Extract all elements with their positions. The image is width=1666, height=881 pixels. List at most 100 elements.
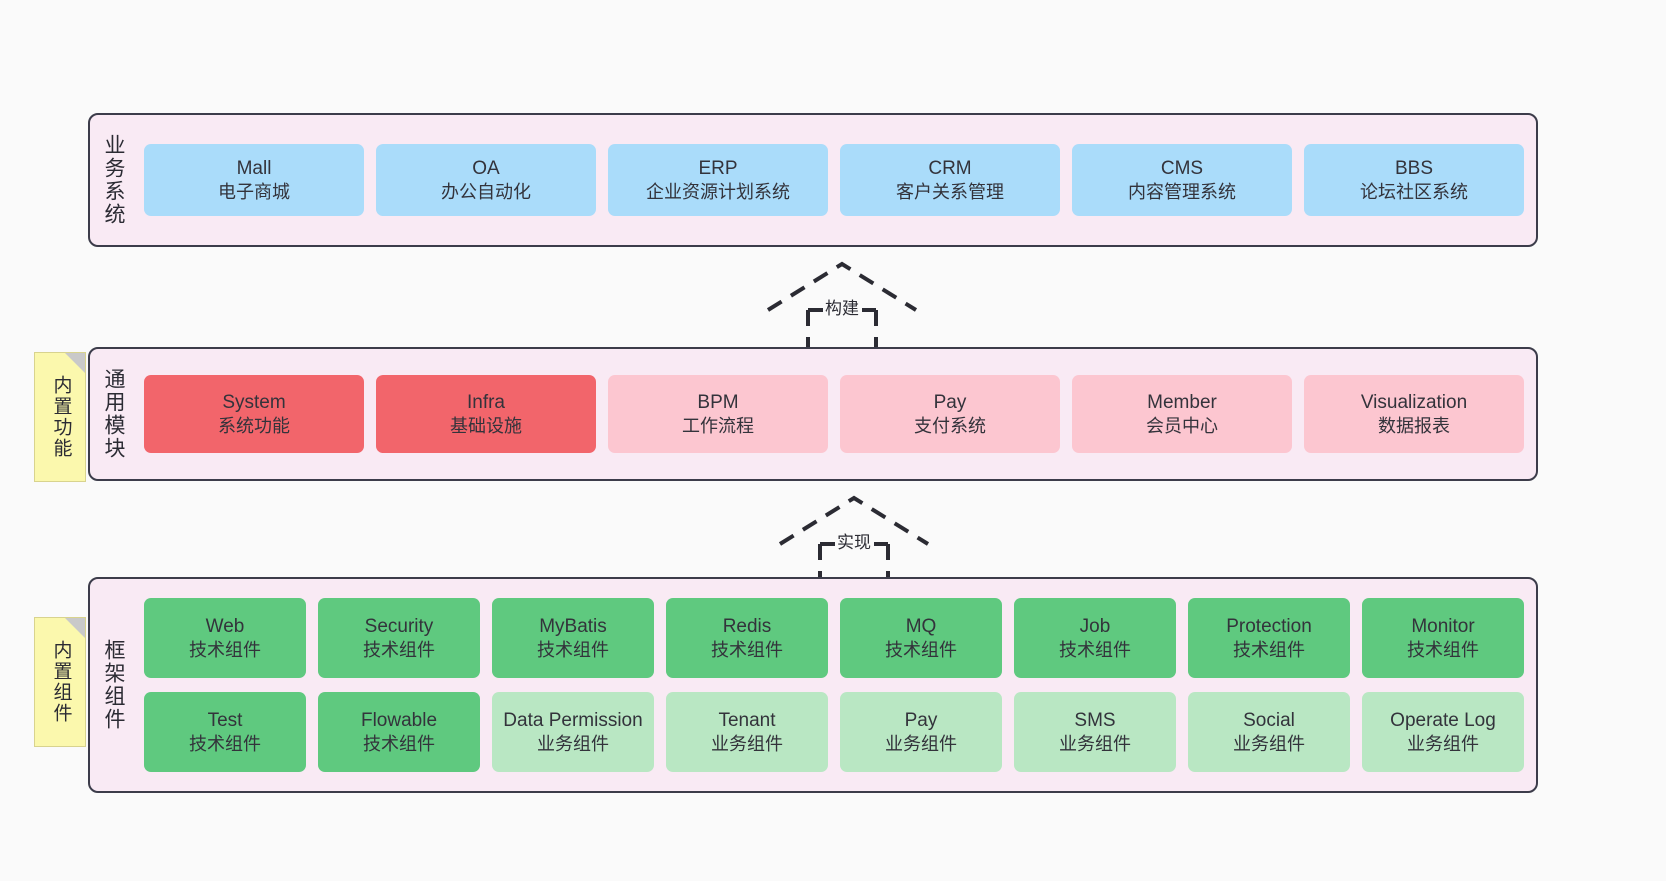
- box-label-en: MyBatis: [539, 615, 607, 637]
- box-label-en: Infra: [466, 391, 506, 413]
- box-label-cn: 电子商城: [218, 181, 290, 202]
- box-label-cn: 基础设施: [450, 415, 522, 436]
- box-label-cn: 技术组件: [537, 639, 609, 660]
- box-pay-component[interactable]: Pay 业务组件: [840, 692, 1002, 772]
- box-cms[interactable]: CMS 内容管理系统: [1072, 144, 1292, 216]
- box-label-en: CMS: [1160, 157, 1204, 179]
- box-label-cn: 技术组件: [1233, 639, 1305, 660]
- note-fold-corner-icon: [65, 353, 85, 373]
- box-label-en: Web: [205, 615, 245, 637]
- box-label-cn: 业务组件: [1059, 733, 1131, 754]
- connector-label-build: 构建: [823, 294, 861, 319]
- box-label-cn: 论坛社区系统: [1360, 181, 1468, 202]
- box-label-cn: 业务组件: [1233, 733, 1305, 754]
- box-label-cn: 业务组件: [1407, 733, 1479, 754]
- box-label-en: Member: [1147, 391, 1217, 413]
- layer-items-framework: Web 技术组件 Security 技术组件 MyBatis 技术组件 Redi…: [136, 579, 1536, 791]
- box-label-cn: 技术组件: [1059, 639, 1131, 660]
- box-web[interactable]: Web 技术组件: [144, 598, 306, 678]
- box-label-cn: 客户关系管理: [896, 181, 1004, 202]
- layer-items-modules: System 系统功能 Infra 基础设施 BPM 工作流程 Pay 支付系统…: [136, 349, 1536, 479]
- box-label-cn: 业务组件: [885, 733, 957, 754]
- box-label-cn: 数据报表: [1378, 415, 1450, 436]
- box-tenant[interactable]: Tenant 业务组件: [666, 692, 828, 772]
- box-label-cn: 工作流程: [682, 415, 754, 436]
- layer-title-framework: 框架组件: [102, 639, 126, 731]
- box-bbs[interactable]: BBS 论坛社区系统: [1304, 144, 1524, 216]
- box-label-en: Pay: [933, 391, 967, 413]
- box-operate-log[interactable]: Operate Log 业务组件: [1362, 692, 1524, 772]
- box-job[interactable]: Job 技术组件: [1014, 598, 1176, 678]
- box-social[interactable]: Social 业务组件: [1188, 692, 1350, 772]
- box-label-en: ERP: [698, 157, 738, 179]
- box-label-en: Visualization: [1360, 391, 1468, 413]
- box-label-cn: 技术组件: [363, 733, 435, 754]
- layer-common-modules: 通用模块 System 系统功能 Infra 基础设施 BPM 工作流程 Pay…: [88, 347, 1538, 481]
- box-label-cn: 业务组件: [711, 733, 783, 754]
- layer-title-business: 业务系统: [102, 134, 126, 226]
- box-label-en: Job: [1079, 615, 1111, 637]
- note-builtin-component: 内置组件: [34, 617, 86, 747]
- box-label-en: Tenant: [718, 709, 776, 731]
- box-mq[interactable]: MQ 技术组件: [840, 598, 1002, 678]
- box-system[interactable]: System 系统功能: [144, 375, 364, 453]
- box-label-en: Pay: [904, 709, 938, 731]
- box-label-cn: 技术组件: [189, 733, 261, 754]
- box-label-cn: 内容管理系统: [1128, 181, 1236, 202]
- note-label: 内置组件: [50, 640, 72, 724]
- box-member[interactable]: Member 会员中心: [1072, 375, 1292, 453]
- box-mall[interactable]: Mall 电子商城: [144, 144, 364, 216]
- box-label-en: Test: [207, 709, 243, 731]
- layer-items-business: Mall 电子商城 OA 办公自动化 ERP 企业资源计划系统 CRM 客户关系…: [136, 115, 1536, 245]
- box-label-cn: 支付系统: [914, 415, 986, 436]
- box-visualization[interactable]: Visualization 数据报表: [1304, 375, 1524, 453]
- box-crm[interactable]: CRM 客户关系管理: [840, 144, 1060, 216]
- box-label-cn: 技术组件: [885, 639, 957, 660]
- box-protection[interactable]: Protection 技术组件: [1188, 598, 1350, 678]
- box-security[interactable]: Security 技术组件: [318, 598, 480, 678]
- box-label-en: Flowable: [360, 709, 438, 731]
- box-mybatis[interactable]: MyBatis 技术组件: [492, 598, 654, 678]
- box-infra[interactable]: Infra 基础设施: [376, 375, 596, 453]
- box-label-cn: 技术组件: [189, 639, 261, 660]
- box-label-en: Data Permission: [503, 709, 643, 731]
- box-label-en: Social: [1243, 709, 1295, 731]
- box-label-en: SMS: [1074, 709, 1116, 731]
- framework-row-biz: Test 技术组件 Flowable 技术组件 Data Permission …: [144, 692, 1524, 772]
- box-sms[interactable]: SMS 业务组件: [1014, 692, 1176, 772]
- box-monitor[interactable]: Monitor 技术组件: [1362, 598, 1524, 678]
- box-redis[interactable]: Redis 技术组件: [666, 598, 828, 678]
- box-oa[interactable]: OA 办公自动化: [376, 144, 596, 216]
- box-test[interactable]: Test 技术组件: [144, 692, 306, 772]
- connector-build: 构建: [758, 258, 926, 350]
- connector-label-implement: 实现: [835, 528, 873, 553]
- box-erp[interactable]: ERP 企业资源计划系统: [608, 144, 828, 216]
- box-label-en: MQ: [905, 615, 937, 637]
- box-label-en: OA: [472, 157, 500, 179]
- box-label-en: Operate Log: [1390, 709, 1496, 731]
- box-label-cn: 系统功能: [218, 415, 290, 436]
- box-data-permission[interactable]: Data Permission 业务组件: [492, 692, 654, 772]
- layer-framework-components: 框架组件 Web 技术组件 Security 技术组件 MyBatis 技术组件…: [88, 577, 1538, 793]
- arrowhead-open-dashed: [766, 261, 918, 312]
- box-label-en: System: [222, 391, 286, 413]
- framework-row-tech: Web 技术组件 Security 技术组件 MyBatis 技术组件 Redi…: [144, 598, 1524, 678]
- box-label-cn: 办公自动化: [441, 181, 531, 202]
- layer-title-modules: 通用模块: [102, 368, 126, 460]
- layer-business-system: 业务系统 Mall 电子商城 OA 办公自动化 ERP 企业资源计划系统 CRM…: [88, 113, 1538, 247]
- box-label-en: Monitor: [1411, 615, 1475, 637]
- box-label-cn: 技术组件: [711, 639, 783, 660]
- box-pay-module[interactable]: Pay 支付系统: [840, 375, 1060, 453]
- box-flowable[interactable]: Flowable 技术组件: [318, 692, 480, 772]
- box-label-en: Redis: [722, 615, 772, 637]
- box-label-en: CRM: [928, 157, 972, 179]
- box-label-cn: 技术组件: [363, 639, 435, 660]
- box-label-en: Protection: [1226, 615, 1312, 637]
- box-label-cn: 会员中心: [1146, 415, 1218, 436]
- box-label-en: Mall: [236, 157, 272, 179]
- box-label-en: BBS: [1394, 157, 1434, 179]
- arrowhead-open-dashed: [778, 495, 930, 546]
- box-bpm[interactable]: BPM 工作流程: [608, 375, 828, 453]
- box-label-en: Security: [364, 615, 434, 637]
